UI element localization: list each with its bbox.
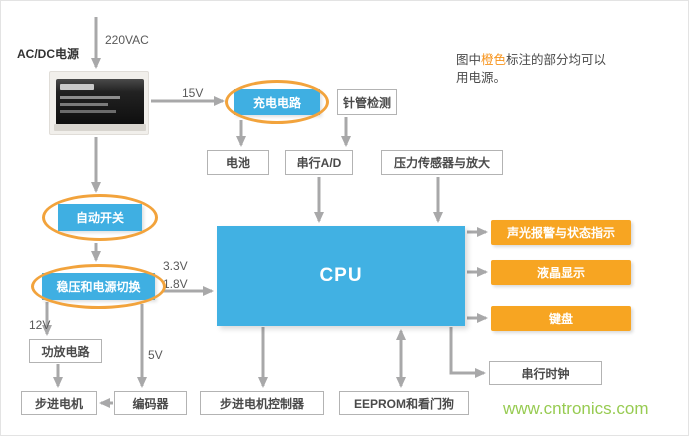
block-battery: 电池: [207, 150, 269, 175]
block-auto-switch: 自动开关: [58, 204, 142, 231]
block-cpu: CPU: [217, 226, 465, 326]
block-encoder: 编码器: [114, 391, 187, 415]
block-regulator-switch: 稳压和电源切换: [42, 273, 155, 300]
label-1-8v: 1.8V: [163, 277, 188, 291]
block-lcd: 液晶显示: [491, 260, 631, 285]
note-line1-pre: 图中: [456, 53, 482, 67]
block-charge-circuit: 充电电路: [234, 89, 320, 115]
block-stepper-controller: 步进电机控制器: [200, 391, 324, 415]
note-line2: 用电源。: [456, 71, 507, 85]
power-module-print-line: [60, 110, 116, 113]
block-needle-detect: 针管检测: [337, 89, 397, 115]
block-stepper-motor: 步进电机: [21, 391, 97, 415]
label-5v: 5V: [148, 348, 163, 362]
block-serial-ad: 串行A/D: [285, 150, 353, 175]
label-15v: 15V: [182, 86, 204, 100]
block-alarm-status: 声光报警与状态指示: [491, 220, 631, 245]
power-module-print-line: [60, 103, 108, 106]
power-module-photo: [49, 71, 149, 135]
note-orange-word: 橙色: [481, 53, 507, 67]
block-eeprom-watchdog: EEPROM和看门狗: [339, 391, 469, 415]
arrow-cpu-to-serialclock: [449, 327, 486, 378]
power-module-print-line: [60, 96, 120, 99]
note-text: 图中橙色标注的部分均可以 用电源。: [456, 51, 666, 87]
block-pressure-amp: 压力传感器与放大: [381, 150, 503, 175]
label-3-3v: 3.3V: [163, 259, 188, 273]
block-power-amp: 功放电路: [29, 339, 102, 363]
label-12v: 12V: [29, 318, 51, 332]
power-module-base: [54, 124, 146, 131]
label-220vac: 220VAC: [105, 33, 149, 47]
watermark-link[interactable]: www.cntronics.com: [503, 399, 649, 418]
acdc-source-label: AC/DC电源: [17, 47, 79, 61]
block-serial-clock: 串行时钟: [489, 361, 602, 385]
power-module-logo: [60, 84, 94, 90]
note-line1-post: 标注的部分均可以: [506, 53, 607, 67]
block-keyboard: 键盘: [491, 306, 631, 331]
